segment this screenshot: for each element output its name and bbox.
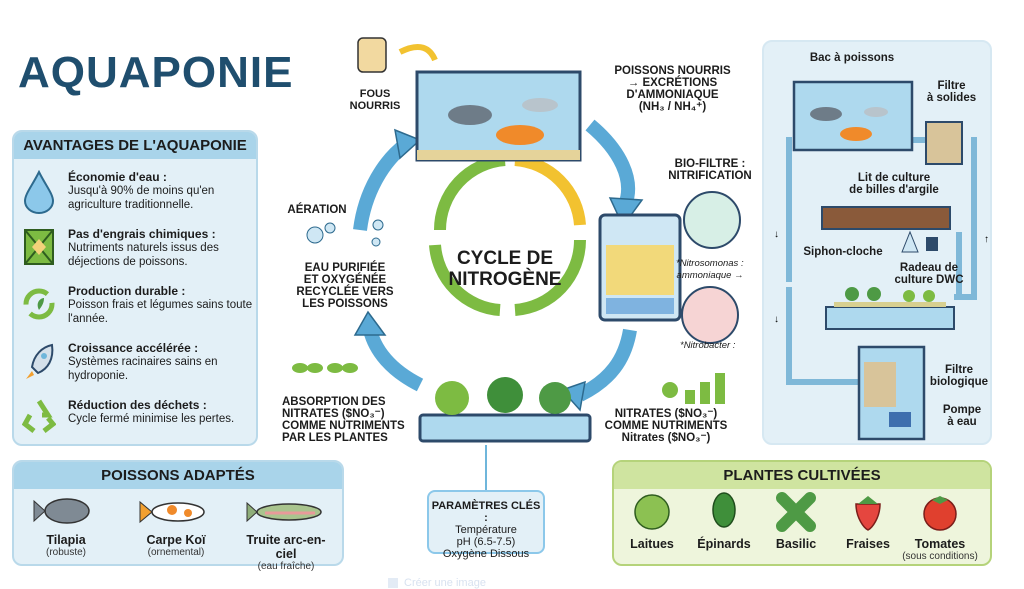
advantages-panel: AVANTAGES DE L'AQUAPONIE Économie d'eau … <box>12 130 258 446</box>
advantage-growth: Croissance accélérée :Systèmes racinaire… <box>22 341 262 383</box>
water-drop-icon <box>23 170 55 214</box>
plant-basil: Basilic <box>746 492 846 551</box>
fish-tank-label: Bac à poissons <box>809 52 895 64</box>
rocket-icon <box>26 343 54 379</box>
fed-label: FOUS NOURRIS <box>349 88 401 112</box>
growth-chart-icon <box>662 373 725 404</box>
tilapia-icon <box>33 498 90 524</box>
advantage-sustainable: Production durable :Poisson frais et lég… <box>22 284 262 326</box>
tomato-icon <box>923 496 957 531</box>
plants-panel: PLANTES CULTIVÉES Laitues Épinards Basil… <box>612 460 992 566</box>
flow-down-arrow: ↓ <box>774 229 779 240</box>
nitrosomonas-bacteria-icon <box>683 191 741 249</box>
system-schematic: ↓ ↓ ↑ <box>774 80 989 441</box>
pump-drawing <box>889 412 911 427</box>
sustainable-cycle-icon <box>23 288 55 320</box>
flow-up-arrow: ↑ <box>984 234 989 245</box>
advantage-water: Économie d'eau :Jusqu'à 90% de moins qu'… <box>22 170 262 214</box>
nitrobacter-bacteria-icon <box>681 286 739 344</box>
page-title: AQUAPONIE <box>18 48 294 97</box>
lettuce-icon <box>634 494 670 530</box>
plant-lettuce: Laitues <box>602 492 702 551</box>
dwc-raft-drawing <box>825 306 955 330</box>
advantages-header: AVANTAGES DE L'AQUAPONIE <box>14 132 256 159</box>
plant-spinach: Épinards <box>674 492 774 551</box>
fertilizer-bag-crossed-icon <box>24 229 54 265</box>
bell-siphon-drawing <box>901 230 919 253</box>
aeration-label: AÉRATION <box>287 204 347 216</box>
image-icon <box>388 578 398 588</box>
svg-text:↓: ↓ <box>774 314 779 325</box>
params-connector <box>485 445 487 490</box>
fish-tank-illustration <box>415 70 582 162</box>
recycle-icon <box>22 399 56 433</box>
fish-food-icon <box>357 37 438 73</box>
solids-filter-drawing <box>925 121 963 165</box>
plant-bed-illustration <box>418 377 592 443</box>
koi-icon <box>139 500 205 524</box>
fish-header: POISSONS ADAPTÉS <box>14 462 342 489</box>
blue-arrow-heads <box>353 128 644 412</box>
spinach-icon <box>712 492 736 528</box>
key-parameters-box: PARAMÈTRES CLÉS : Température pH (6.5-7.… <box>427 490 545 560</box>
nitrosomonas-label: *Nitrosomonas :ammoniaque → <box>676 258 744 281</box>
plant-tomato: Tomates(sous conditions) <box>890 492 990 562</box>
nitrogen-cycle-ring <box>429 154 587 316</box>
fish-panel: POISSONS ADAPTÉS Tilapia(robuste) Carpe … <box>12 460 344 572</box>
biofilter-label: BIO-FILTRE :NITRIFICATION <box>668 158 752 182</box>
fish-tilapia: Tilapia(robuste) <box>16 494 116 558</box>
bell-siphon-label: Siphon-cloche <box>803 246 883 258</box>
nitrobacter-label: *Nitrobacter : <box>680 340 736 351</box>
plants-header: PLANTES CULTIVÉES <box>614 462 990 489</box>
strawberry-icon <box>855 496 881 531</box>
fish-trout: Truite arc-en-ciel(eau fraîche) <box>236 494 336 572</box>
biofilter-illustration <box>598 213 682 322</box>
sprouts-icon <box>292 363 358 373</box>
plant-strawberry: Fraises <box>818 492 918 551</box>
fish-koi: Carpe Koï(ornemental) <box>126 494 226 558</box>
advantage-waste-reduction: Réduction des déchets :Cycle fermé minim… <box>22 398 262 434</box>
trout-icon <box>246 501 322 523</box>
basil-icon <box>776 492 816 532</box>
clay-bed-drawing <box>821 206 951 230</box>
cycle-diagram <box>292 37 741 443</box>
advantage-no-chemicals: Pas d'engrais chimiques :Nutriments natu… <box>22 227 262 269</box>
aeration-bubbles-icon <box>306 219 384 247</box>
create-image-button[interactable]: Créer une image <box>388 577 486 589</box>
